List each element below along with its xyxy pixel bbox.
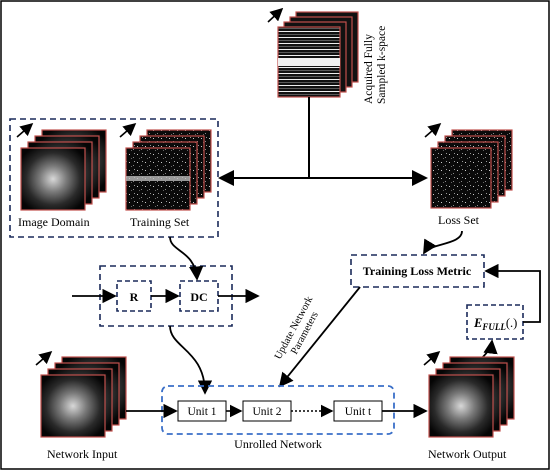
unit2-label: Unit 2 [252, 406, 281, 418]
image-domain-label: Image Domain [18, 215, 90, 229]
kspace-stack [277, 11, 359, 98]
network-output-axis-icon [423, 350, 441, 366]
dataset-group-box [9, 118, 219, 238]
efull-label: EFULL(.) [473, 316, 517, 332]
unit1-label: Unit 1 [187, 406, 216, 418]
rdc-to-unit1-arrow [169, 325, 213, 395]
unitt-label: Unit t [345, 406, 372, 418]
loss-set-stack [430, 129, 513, 209]
image-domain-axis-icon [16, 122, 34, 138]
training-loss-metric-box [350, 254, 485, 288]
update-parameters-arrow [278, 286, 361, 388]
training-set-stack [125, 129, 212, 211]
image-domain-stack [20, 129, 107, 211]
kspace-stack-axis-icon [267, 7, 284, 23]
dc-block-label: DC [190, 290, 207, 304]
efull-to-metric-arrow [484, 263, 541, 323]
network-input-label: Network Input [47, 447, 118, 461]
loss-set-label: Loss Set [438, 213, 480, 227]
kspace-stack-caption: Acquired Fully Sampled k-space [363, 26, 388, 104]
unrolled-network-label: Unrolled Network [234, 437, 322, 451]
network-output-stack [428, 356, 515, 438]
training-set-label: Training Set [130, 215, 190, 229]
unrolled-network-box [161, 385, 395, 435]
training-set-axis-icon [119, 122, 137, 138]
network-output-label: Network Output [428, 447, 507, 461]
lossset-to-metric-arrow [423, 230, 463, 255]
training-loss-metric-label: Training Loss Metric [363, 264, 472, 278]
training-to-dc-arrow [169, 236, 204, 281]
update-parameters-label: Update Network Parameters [273, 292, 327, 367]
network-input-stack [40, 356, 127, 438]
loss-set-axis-icon [424, 122, 442, 138]
network-input-axis-icon [35, 350, 53, 366]
r-block-label: R [130, 290, 139, 304]
